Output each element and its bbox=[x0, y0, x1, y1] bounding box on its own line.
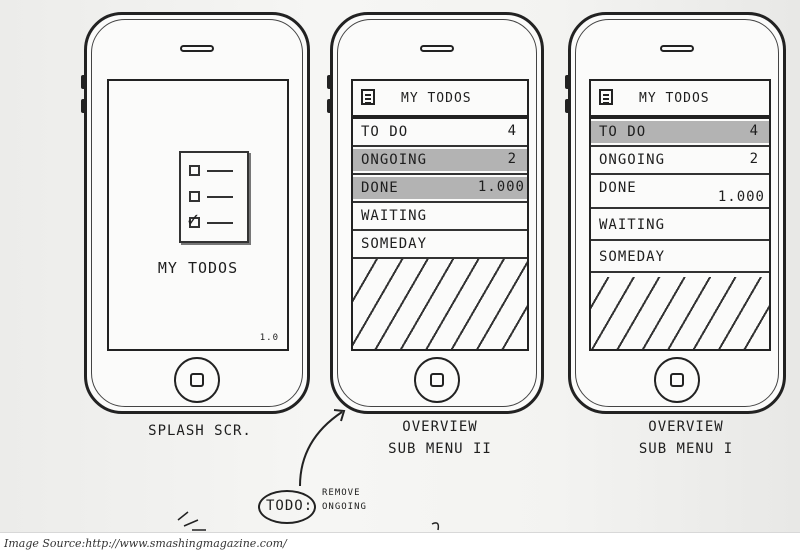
phone-overview-sub-menu-two: MY TODOS TO DO 4 ONGOING 2 DONE 1.000 WA… bbox=[327, 12, 544, 414]
source-strip: Image Source:http://www.smashingmagazine… bbox=[0, 532, 800, 555]
list-icon[interactable] bbox=[599, 89, 613, 105]
home-button[interactable] bbox=[654, 357, 700, 403]
menu-item-todo[interactable]: TO DO 4 bbox=[591, 119, 769, 147]
header-title: MY TODOS bbox=[639, 91, 710, 106]
note-circle bbox=[258, 490, 316, 524]
empty-area-hatching bbox=[591, 277, 769, 349]
caption-overview-sub-menu-two: OVERVIEW SUB MENU II bbox=[388, 419, 492, 457]
overview-screen: MY TODOS TO DO 4 ONGOING 2 DONE 1.000 WA… bbox=[589, 79, 771, 351]
checklist-icon: ✓ bbox=[179, 151, 249, 243]
speaker bbox=[420, 45, 454, 52]
menu-item-waiting[interactable]: WAITING bbox=[353, 203, 527, 231]
caption-overview-sub-menu-one: OVERVIEW SUB MENU I bbox=[638, 419, 734, 457]
speaker bbox=[660, 45, 694, 52]
phone-overview-sub-menu-one: MY TODOS TO DO 4 ONGOING 2 DONE 1.000 WA… bbox=[565, 12, 786, 414]
menu-item-someday[interactable]: SOMEDAY bbox=[353, 231, 527, 259]
splash-screen: ✓ MY TODOS 1.0 bbox=[107, 79, 289, 351]
volume-button bbox=[565, 75, 570, 89]
list-icon[interactable] bbox=[361, 89, 375, 105]
screen-header: MY TODOS bbox=[353, 81, 527, 119]
menu-item-ongoing[interactable]: ONGOING 2 bbox=[353, 147, 527, 175]
note-text: REMOVE ONGOING bbox=[322, 488, 367, 512]
app-title: MY TODOS bbox=[157, 259, 239, 277]
image-source: Image Source:http://www.smashingmagazine… bbox=[4, 537, 287, 550]
menu-item-ongoing[interactable]: ONGOING 2 bbox=[591, 147, 769, 175]
menu-item-todo[interactable]: TO DO 4 bbox=[353, 119, 527, 147]
header-title: MY TODOS bbox=[401, 91, 472, 106]
note-label: TODO: bbox=[266, 498, 314, 514]
caption-splash: SPLASH SCR. bbox=[148, 423, 252, 439]
phone-splash: ✓ MY TODOS 1.0 bbox=[81, 12, 310, 414]
volume-button bbox=[327, 99, 332, 113]
volume-button bbox=[327, 75, 332, 89]
menu-item-done[interactable]: DONE 1.000 bbox=[353, 175, 527, 203]
overview-screen: MY TODOS TO DO 4 ONGOING 2 DONE 1.000 WA… bbox=[351, 79, 529, 351]
speaker bbox=[180, 45, 214, 52]
menu-item-done[interactable]: DONE 1.000 bbox=[591, 175, 769, 209]
scribble-mark bbox=[177, 511, 206, 531]
empty-area-hatching bbox=[353, 259, 527, 349]
version-label: 1.0 bbox=[259, 333, 279, 343]
volume-button bbox=[565, 99, 570, 113]
volume-button bbox=[81, 99, 86, 113]
home-button[interactable] bbox=[414, 357, 460, 403]
volume-button bbox=[81, 75, 86, 89]
menu-item-waiting[interactable]: WAITING bbox=[591, 209, 769, 241]
menu-item-someday[interactable]: SOMEDAY bbox=[591, 241, 769, 273]
screen-header: MY TODOS bbox=[591, 81, 769, 119]
home-button[interactable] bbox=[174, 357, 220, 403]
